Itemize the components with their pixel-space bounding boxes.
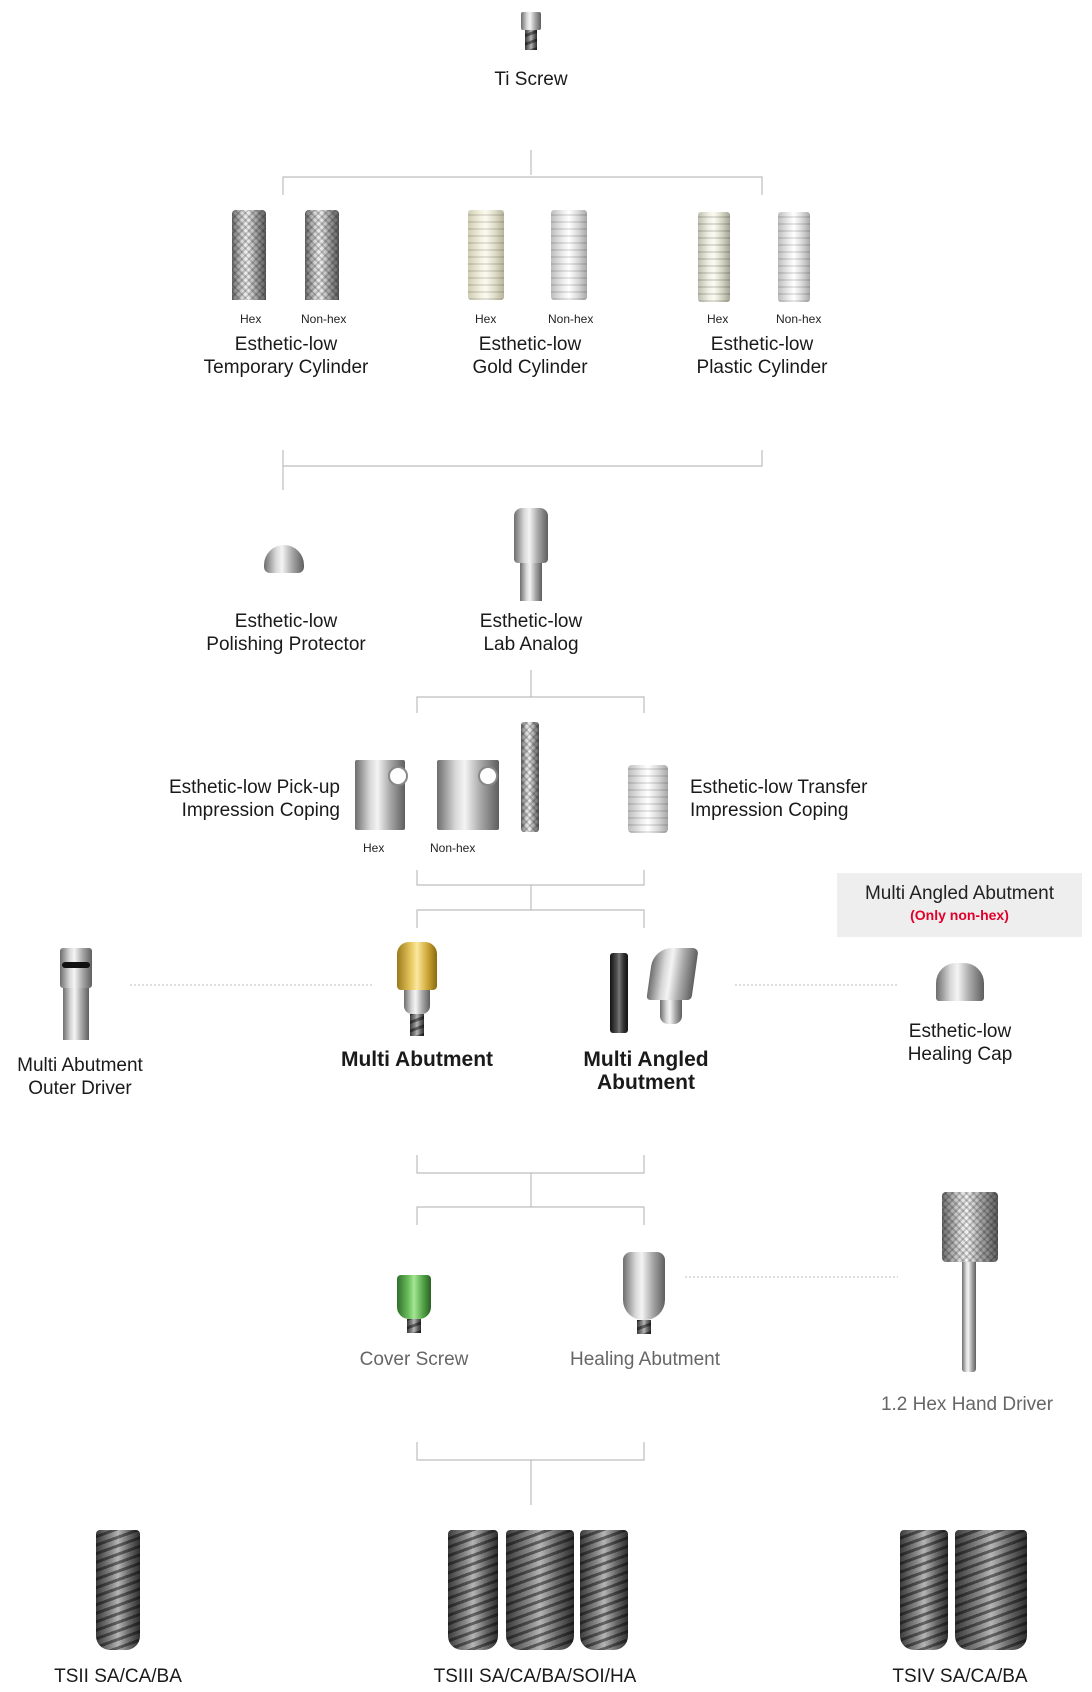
tsii-label: TSII SA/CA/BA	[54, 1666, 182, 1687]
gold-cylinder-line1: Esthetic-low	[478, 334, 582, 355]
transfer-coping-label: Esthetic-low Transfer Impression Coping	[690, 776, 910, 822]
healing-cap-line1: Esthetic-low	[908, 1021, 1012, 1042]
temporary-cylinder-label: Esthetic-low Temporary Cylinder	[176, 333, 396, 379]
lab-analog-line2: Lab Analog	[483, 634, 579, 655]
ti-screw-image	[521, 12, 541, 30]
pickup-nonhex-label: Non-hex	[430, 841, 476, 855]
hex-driver-handle-image	[942, 1192, 998, 1262]
polishing-protector-line1: Esthetic-low	[234, 611, 338, 632]
temporary-cylinder-hex-image	[232, 210, 266, 300]
temporary-cylinder-line1: Esthetic-low	[234, 334, 338, 355]
tsiii-label: TSIII SA/CA/BA/SOI/HA	[433, 1666, 637, 1687]
pickup-coping-line2: Impression Coping	[181, 800, 340, 821]
gold-cylinder-hex-image	[468, 210, 504, 300]
multi-angled-screw-image	[610, 953, 628, 1033]
plastic-cylinder-nonhex-image	[778, 212, 810, 302]
temporary-hex-label: Hex	[240, 312, 262, 326]
gold-cylinder-nonhex-image	[551, 210, 587, 300]
multi-angled-abutment-image	[646, 948, 699, 1000]
plastic-cylinder-line2: Plastic Cylinder	[696, 357, 828, 378]
note-box: Multi Angled Abutment (Only non-hex)	[837, 873, 1082, 937]
hex-driver-label: 1.2 Hex Hand Driver	[880, 1394, 1054, 1415]
lab-analog-label: Esthetic-low Lab Analog	[431, 610, 631, 656]
healing-cap-line2: Healing Cap	[907, 1044, 1013, 1065]
outer-driver-line1: Multi Abutment	[17, 1055, 143, 1076]
lab-analog-image	[514, 508, 548, 563]
temporary-nonhex-label: Non-hex	[301, 312, 347, 326]
cover-screw-image	[397, 1275, 431, 1319]
gold-nonhex-label: Non-hex	[548, 312, 594, 326]
transfer-coping-line2: Impression Coping	[690, 800, 849, 821]
hex-driver-shaft-image	[962, 1262, 976, 1372]
polishing-protector-label: Esthetic-low Polishing Protector	[176, 610, 396, 656]
ti-screw-label: Ti Screw	[494, 69, 568, 90]
healing-abutment-label: Healing Abutment	[570, 1349, 720, 1370]
tsiv-implant-2-image	[955, 1530, 1027, 1650]
gold-cylinder-line2: Gold Cylinder	[472, 357, 588, 378]
pickup-coping-hex-hole-image	[388, 766, 408, 786]
tsii-implant-image	[96, 1530, 140, 1650]
multi-angled-label: Multi Angled Abutment	[556, 1048, 736, 1094]
transfer-coping-image	[628, 765, 668, 833]
note-box-subtitle: (Only non-hex)	[910, 907, 1009, 923]
multi-angled-line2: Abutment	[597, 1071, 695, 1094]
multi-angled-base-image	[660, 1000, 682, 1024]
multi-abutment-thread-image	[410, 1014, 424, 1036]
plastic-nonhex-label: Non-hex	[776, 312, 822, 326]
plastic-cylinder-label: Esthetic-low Plastic Cylinder	[662, 333, 862, 379]
healing-abutment-thread-image	[637, 1320, 651, 1334]
multi-abutment-label: Multi Abutment	[340, 1048, 494, 1071]
pickup-coping-nonhex-hole-image	[478, 766, 498, 786]
healing-abutment-image	[623, 1252, 665, 1320]
tsiii-implant-3-image	[580, 1530, 628, 1650]
outer-driver-label: Multi Abutment Outer Driver	[0, 1054, 160, 1100]
outer-driver-shaft-image	[63, 988, 89, 1040]
temporary-cylinder-nonhex-image	[305, 210, 339, 300]
ti-screw-thread-image	[525, 30, 537, 50]
polishing-protector-line2: Polishing Protector	[206, 634, 366, 655]
temporary-cylinder-line2: Temporary Cylinder	[203, 357, 369, 378]
pickup-coping-screw-image	[521, 722, 539, 832]
healing-cap-label: Esthetic-low Healing Cap	[880, 1020, 1040, 1066]
gold-cylinder-label: Esthetic-low Gold Cylinder	[430, 333, 630, 379]
cover-screw-thread-image	[407, 1319, 421, 1333]
multi-angled-line1: Multi Angled	[583, 1048, 709, 1071]
tsiii-implant-2-image	[506, 1530, 574, 1650]
plastic-cylinder-hex-image	[698, 212, 730, 302]
outer-driver-head-image	[60, 948, 92, 988]
tsiv-implant-1-image	[900, 1530, 948, 1650]
lab-analog-line1: Esthetic-low	[479, 611, 583, 632]
multi-abutment-image	[397, 942, 437, 990]
multi-abutment-base-image	[404, 990, 430, 1014]
healing-cap-image	[936, 963, 984, 1001]
plastic-cylinder-line1: Esthetic-low	[710, 334, 814, 355]
polishing-protector-image	[264, 545, 304, 573]
pickup-coping-line1: Esthetic-low Pick-up	[168, 777, 340, 798]
outer-driver-line2: Outer Driver	[28, 1078, 132, 1099]
pickup-coping-label: Esthetic-low Pick-up Impression Coping	[140, 776, 340, 822]
gold-hex-label: Hex	[475, 312, 497, 326]
cover-screw-label: Cover Screw	[359, 1349, 469, 1370]
plastic-hex-label: Hex	[707, 312, 729, 326]
outer-driver-ring-image	[62, 962, 90, 968]
tsiii-implant-1-image	[448, 1530, 498, 1650]
note-box-title: Multi Angled Abutment	[864, 883, 1055, 904]
tsiv-label: TSIV SA/CA/BA	[892, 1666, 1028, 1687]
lab-analog-shaft-image	[520, 563, 542, 601]
pickup-hex-label: Hex	[363, 841, 385, 855]
transfer-coping-line1: Esthetic-low Transfer	[690, 777, 868, 798]
